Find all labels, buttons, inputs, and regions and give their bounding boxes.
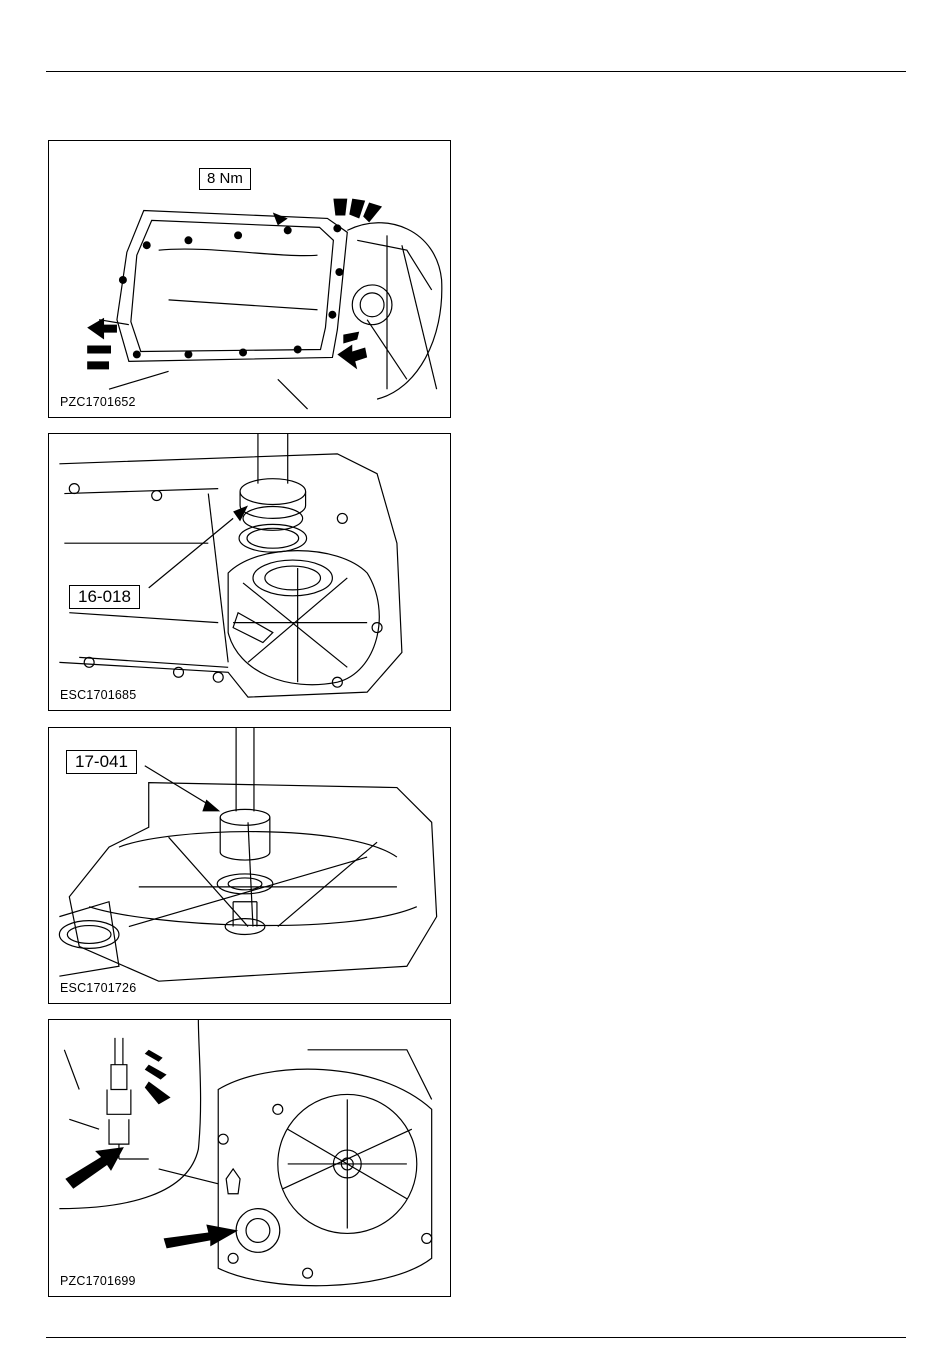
figure-seal-installer-17-041: 17-041 ESC1701726 — [48, 727, 451, 1004]
figure-caption: ESC1701685 — [58, 688, 138, 702]
footer-rule — [46, 1337, 906, 1338]
seal-installation-drawing — [49, 434, 450, 710]
figure-caption: PZC1701699 — [58, 1274, 138, 1288]
figure-speedometer-drive: PZC1701699 — [48, 1019, 451, 1297]
figure-caption: PZC1701652 — [58, 395, 138, 409]
figure-seal-installer-16-018: 16-018 ESC1701685 — [48, 433, 451, 711]
figure-oil-pan-torque: 8 Nm PZC1701652 — [48, 140, 451, 418]
special-tool-label: 17-041 — [66, 750, 137, 774]
special-tool-label: 16-018 — [69, 585, 140, 609]
header-rule — [46, 71, 906, 72]
figure-caption: ESC1701726 — [58, 981, 138, 995]
torque-label: 8 Nm — [199, 168, 251, 190]
transmission-housing-drawing — [49, 1020, 450, 1296]
